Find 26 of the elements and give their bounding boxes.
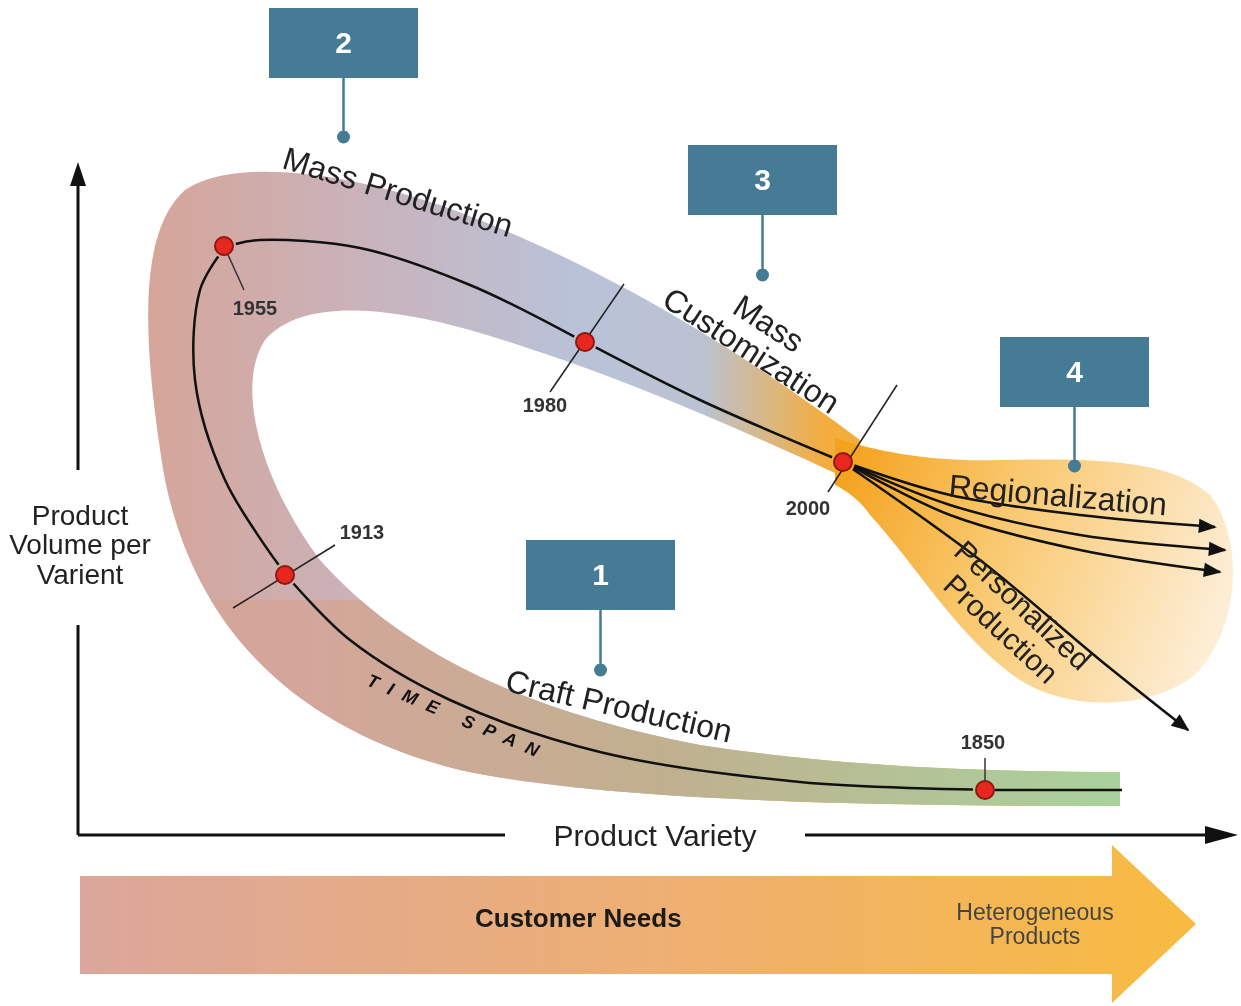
time-curve	[595, 346, 833, 459]
axis-label: Product Variety	[553, 820, 757, 852]
leader-line	[337, 78, 350, 144]
callout-number: 4	[1000, 337, 1149, 407]
leader-line	[756, 215, 769, 282]
year-label: 2000	[785, 496, 831, 520]
year-label: 1955	[232, 296, 278, 320]
leader-line	[594, 610, 607, 677]
time-curve	[852, 467, 1190, 732]
axis-label: Product Volume per Varient	[8, 500, 152, 590]
arrow-text: Heterogeneous Products	[955, 900, 1115, 949]
stage-label: Regionalization	[947, 469, 1169, 521]
year-label: 1850	[960, 730, 1006, 754]
callout-number: 2	[269, 8, 418, 78]
arrow-text: Customer Needs	[475, 905, 682, 933]
callout-number: 3	[688, 145, 837, 215]
time-curve	[853, 465, 1227, 556]
callout-number: 1	[526, 540, 675, 610]
time-curve	[235, 238, 575, 338]
time-curve	[192, 255, 280, 566]
year-label: 1913	[339, 520, 385, 544]
time-curve	[853, 466, 1222, 578]
leader-line	[1068, 407, 1081, 473]
time-curve	[292, 582, 974, 791]
year-label: 1980	[522, 393, 568, 417]
time-curve	[854, 464, 1217, 533]
